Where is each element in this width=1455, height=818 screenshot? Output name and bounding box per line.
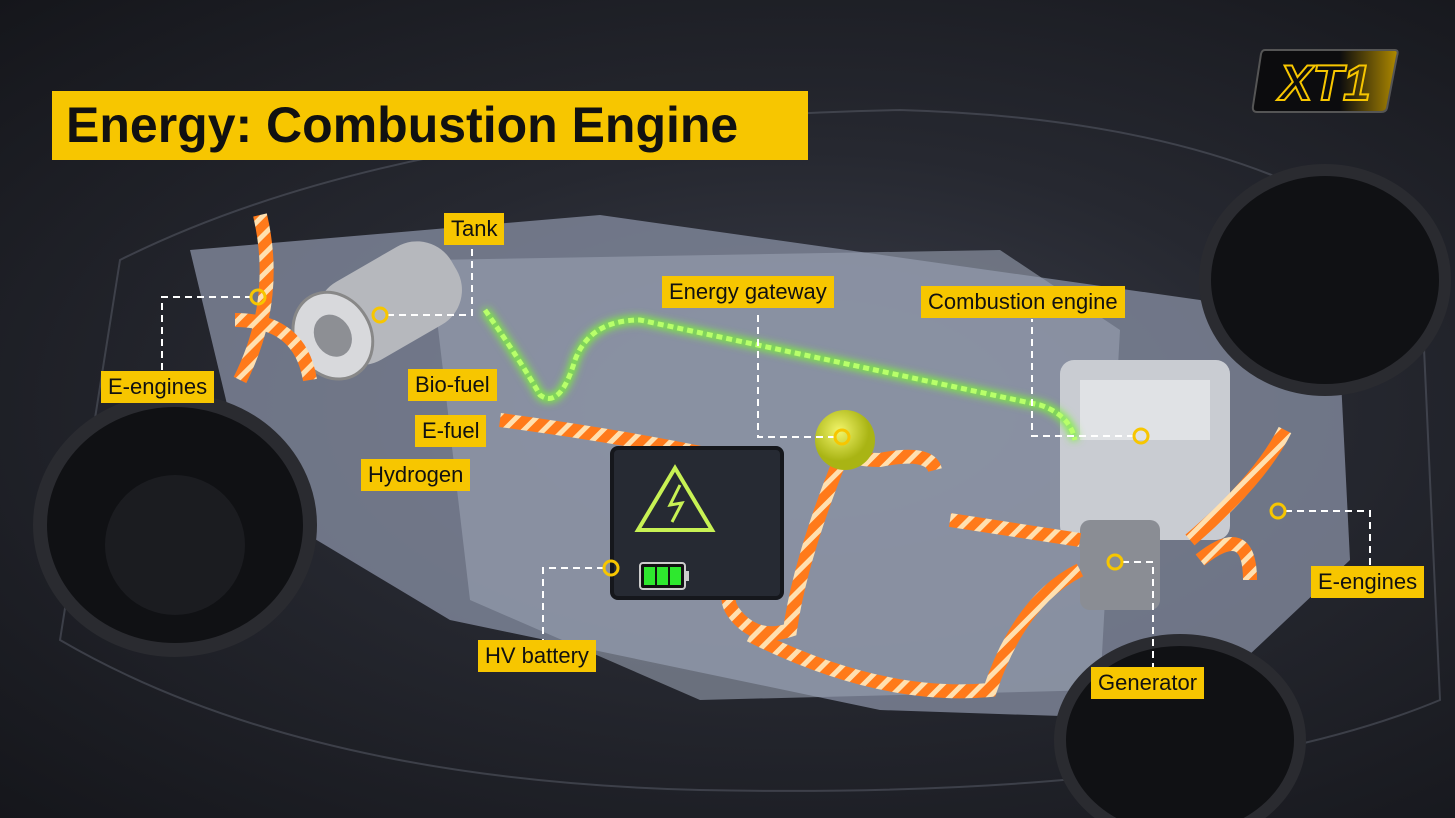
hv-battery <box>610 446 784 600</box>
battery-level-icon <box>639 562 689 590</box>
label-e-engines-front: E-engines <box>101 371 215 403</box>
svg-text:XT1: XT1 <box>1276 55 1371 111</box>
label-e-fuel: E-fuel <box>415 415 487 447</box>
marker-dots <box>249 288 1287 577</box>
label-combustion-engine: Combustion engine <box>921 286 1125 318</box>
tank <box>291 241 462 381</box>
label-bio-fuel: Bio-fuel <box>408 369 497 401</box>
label-tank: Tank <box>444 213 505 245</box>
label-energy-gateway: Energy gateway <box>662 276 834 308</box>
leader-lines <box>161 246 1371 667</box>
page-title: Energy: Combustion Engine <box>52 91 808 160</box>
label-hydrogen: Hydrogen <box>361 459 471 491</box>
high-voltage-warning-icon <box>634 464 716 532</box>
label-generator: Generator <box>1091 667 1205 699</box>
label-hv-battery: HV battery <box>478 640 596 672</box>
label-e-engines-rear: E-engines <box>1311 566 1425 598</box>
xt1-logo: XT1 <box>1251 49 1399 113</box>
wheel-rear-right <box>1199 164 1451 396</box>
energy-gateway-sphere <box>815 410 875 470</box>
